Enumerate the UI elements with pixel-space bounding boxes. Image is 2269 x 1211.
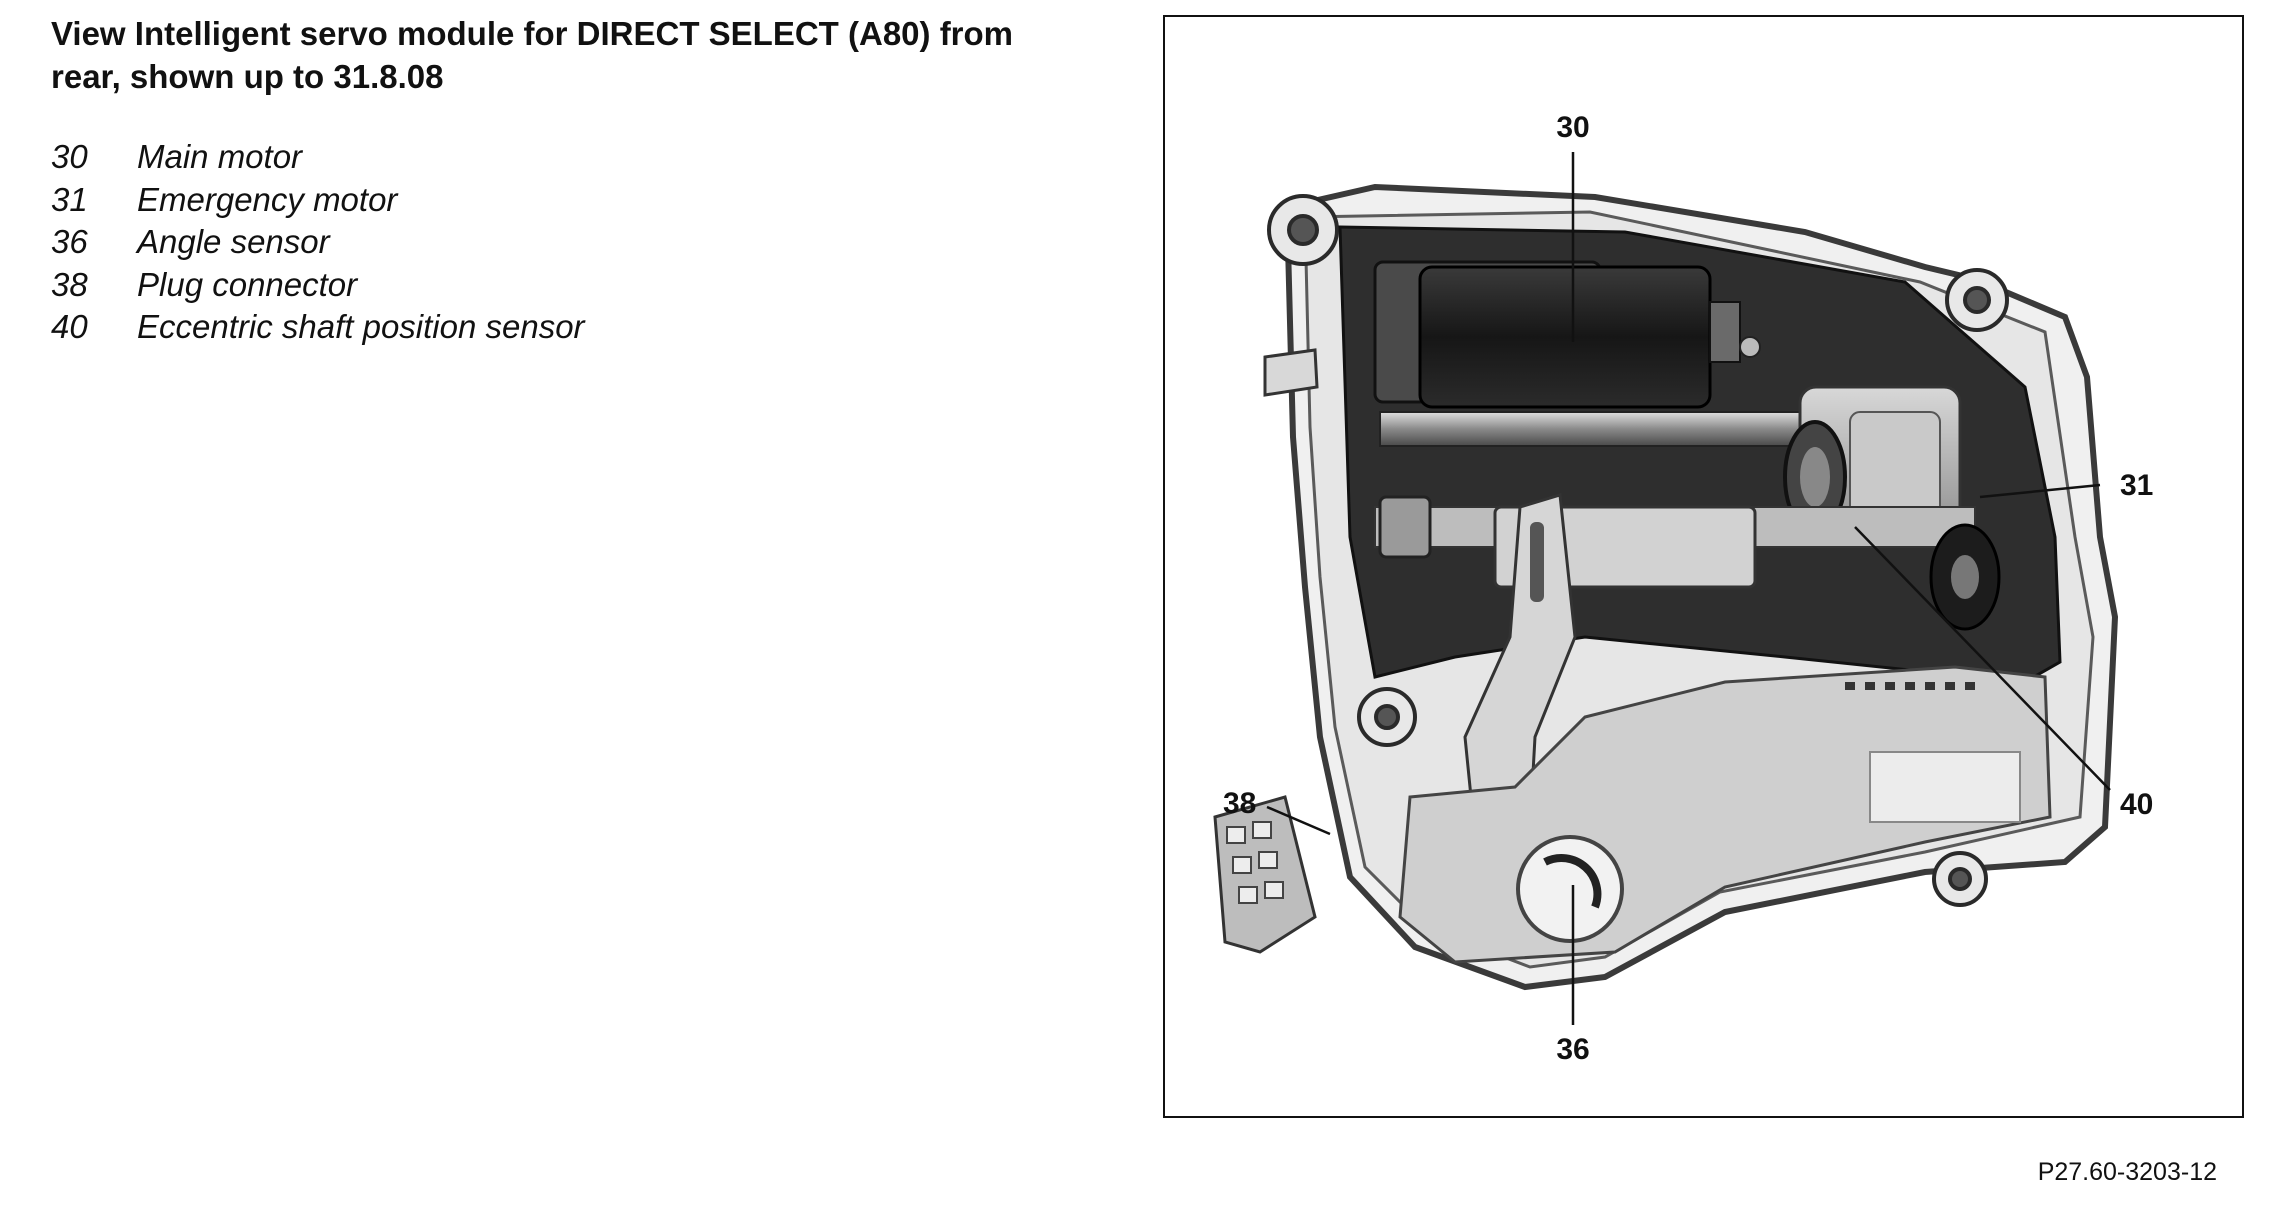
callout-38: 38: [1223, 787, 1256, 820]
main-motor: [1373, 260, 1761, 409]
callout-36: 36: [1556, 1033, 1589, 1066]
callout-31: 31: [2120, 469, 2153, 502]
emergency-motor: [1783, 385, 1962, 539]
angle-sensor: [1516, 835, 1624, 943]
legend-label: Main motor: [137, 138, 303, 175]
leader-lines: [1266, 152, 2111, 1025]
legend-number: 38: [51, 265, 88, 303]
plug-connector: [1213, 795, 1317, 954]
legend-item: 38 Plug connector: [51, 264, 585, 307]
legend-number: 30: [51, 138, 88, 175]
legend-number: 40: [51, 308, 88, 345]
legend-label: Angle sensor: [137, 223, 330, 260]
legend-number: 31: [51, 180, 88, 218]
component-legend: 30 Main motor 31 Emergency motor 36 Angl…: [51, 136, 585, 349]
legend-item: 30 Main motor: [51, 136, 585, 179]
callout-40: 40: [2120, 788, 2153, 821]
mounting-bosses: [1267, 194, 2009, 907]
legend-item: 31 Emergency motor: [51, 179, 585, 222]
legend-number: 36: [51, 223, 88, 260]
legend-item: 36 Angle sensor: [51, 221, 585, 264]
legend-label: Emergency motor: [137, 180, 398, 218]
figure-reference: P27.60-3203-12: [2037, 1158, 2217, 1186]
servo-module-illustration: 30 31 36 38 40: [1213, 111, 2153, 1066]
legend-label: Plug connector: [137, 265, 358, 303]
figure-frame: 30 31 36 38 40: [1163, 15, 2244, 1118]
callout-30: 30: [1556, 111, 1589, 144]
page-title: View Intelligent servo module for DIRECT…: [51, 15, 1014, 95]
legend-item: 40 Eccentric shaft position sensor: [51, 306, 585, 349]
legend-label: Eccentric shaft position sensor: [137, 308, 585, 345]
